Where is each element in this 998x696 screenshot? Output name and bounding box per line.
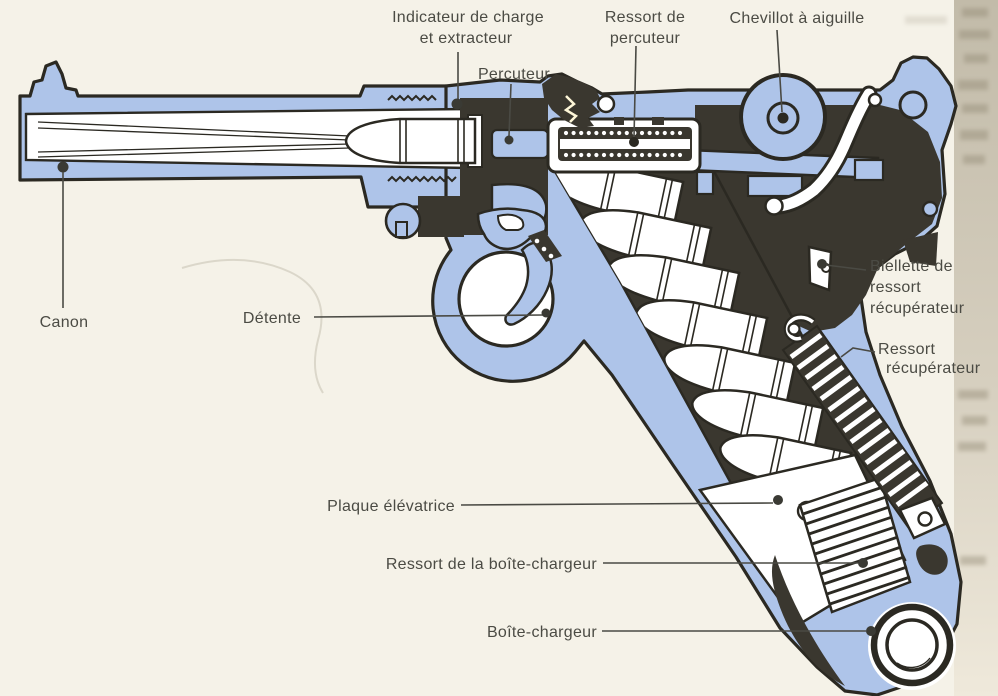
label-percuteur: Percuteur bbox=[477, 66, 551, 83]
recoil-spring bbox=[781, 324, 948, 575]
label-biellette-line1: Biellette de bbox=[870, 258, 953, 275]
label-detente: Détente bbox=[242, 310, 302, 327]
thread-zigzags bbox=[387, 94, 457, 183]
label-ressort-boite-chargeur: Ressort de la boîte-chargeur bbox=[385, 556, 597, 573]
breech-block bbox=[546, 117, 702, 174]
firing-pin-spring-coils bbox=[563, 130, 683, 158]
leader-lines bbox=[57, 29, 876, 636]
chambered-cartridge bbox=[344, 117, 477, 165]
sear-bar bbox=[528, 230, 562, 262]
grip-front-shadow bbox=[771, 555, 845, 686]
rifling-lines bbox=[37, 121, 351, 158]
label-canon: Canon bbox=[39, 314, 89, 331]
firing-pin-front bbox=[490, 128, 550, 160]
rear-dark-wedge bbox=[903, 232, 938, 266]
extractor-indicator bbox=[542, 74, 616, 128]
label-indicateur-line1: Indicateur de charge bbox=[392, 9, 544, 26]
trigger bbox=[476, 207, 562, 326]
label-indicateur-line2: et extracteur bbox=[419, 30, 513, 47]
label-chevillot: Chevillot à aiguille bbox=[729, 10, 865, 27]
label-plaque-elevatrice: Plaque élévatrice bbox=[327, 498, 455, 515]
label-ressort-recuperateur-line1: Ressort bbox=[878, 341, 936, 358]
label-ressort-recuperateur-line2: récupérateur bbox=[886, 360, 981, 377]
rear-frame-pin bbox=[921, 200, 939, 218]
magazine-base bbox=[868, 602, 956, 690]
rear-ear-hole bbox=[898, 90, 928, 120]
bleedthrough-text-smudges bbox=[905, 8, 990, 565]
spring-hook bbox=[787, 322, 801, 336]
magazine-spring bbox=[798, 476, 912, 614]
label-boite-chargeur: Boîte-chargeur bbox=[486, 624, 597, 641]
label-biellette-line3: récupérateur bbox=[870, 300, 965, 317]
faint-bleed-curve bbox=[181, 258, 324, 394]
label-ressort-percuteur-line2: percuteur bbox=[609, 30, 681, 47]
label-ressort-percuteur-line1: Ressort de bbox=[604, 9, 686, 26]
label-biellette-line2: ressort bbox=[870, 279, 921, 296]
